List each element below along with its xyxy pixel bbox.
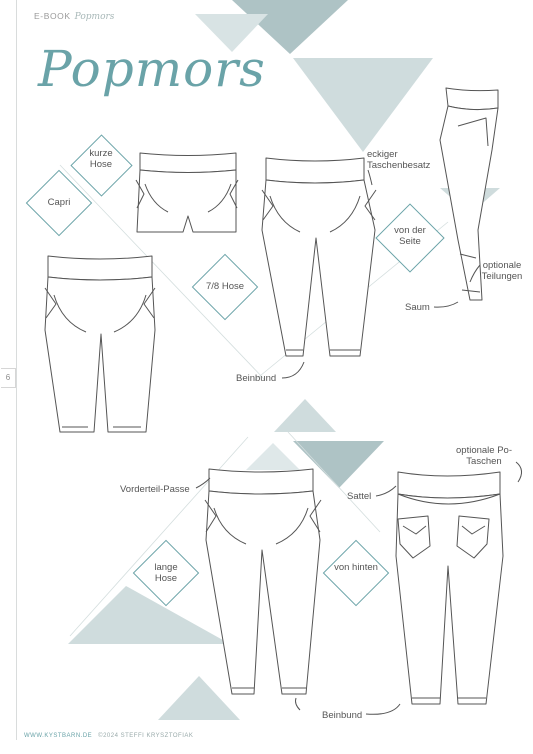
side-view-drawing: [439, 87, 499, 301]
label-kurze-hose: kurze Hose: [89, 148, 113, 170]
seven-eighths-drawing: [261, 157, 377, 357]
diamond-capri: [25, 169, 93, 237]
diamond-von-hinten: [322, 539, 390, 607]
annotation-optionale-po-taschen: optionale Po-Taschen: [456, 445, 512, 467]
variant-diamonds: [25, 134, 445, 607]
diamond-von-der-seite: [375, 203, 445, 273]
diamond-kurze-hose: [70, 134, 133, 197]
arrow-beinbund-bottom-left: [295, 697, 301, 711]
footer-url[interactable]: WWW.KYSTBARN.DE: [24, 733, 93, 739]
diamond-seven-eighths: [191, 253, 259, 321]
triangle-middle-dark: [293, 441, 384, 488]
label-lange-hose: lange Hose: [154, 562, 178, 584]
page-number: 6: [1, 368, 16, 388]
shorts-drawing: [135, 152, 239, 233]
triangle-middle-light: [246, 443, 300, 470]
garment-drawings: [44, 87, 504, 705]
capri-drawing: [44, 255, 156, 433]
arrow-po-taschen: [515, 461, 522, 483]
label-von-hinten: von hinten: [334, 562, 378, 573]
sidebar-rule: [16, 0, 17, 740]
arrow-eckiger: [367, 169, 373, 186]
label-capri: Capri: [47, 197, 71, 208]
triangle-top-small: [195, 14, 268, 52]
annotation-vorderteil-passe: Vorderteil-Passe: [120, 484, 190, 495]
annotation-sattel: Sattel: [347, 491, 372, 502]
annotation-saum: Saum: [405, 302, 430, 313]
diamond-lange-hose: [132, 539, 200, 607]
footer-copyright: ©2024 STEFFI KRYSZTOFIAK: [98, 733, 194, 739]
arrow-saum: [433, 301, 459, 308]
triangle-middle: [274, 399, 336, 432]
arrow-beinbund-top: [281, 361, 305, 379]
lange-hose-drawing: [204, 468, 322, 695]
triangle-top: [232, 0, 348, 54]
annotation-beinbund-top: Beinbund: [236, 373, 277, 384]
arrow-beinbund-bottom: [365, 703, 401, 715]
label-seven-eighths: 7/8 Hose: [205, 281, 245, 292]
annotation-arrows: [195, 169, 522, 715]
ebook-script-title: Popmors: [74, 12, 115, 22]
footer: WWW.KYSTBARN.DE ©2024 STEFFI KRYSZTOFIAK: [24, 733, 193, 739]
triangle-bottom: [158, 676, 240, 720]
arrow-vorderteil: [195, 477, 211, 489]
ebook-label: E-BOOK: [34, 11, 71, 21]
arrow-sattel: [375, 485, 397, 497]
arrow-optionale-teilungen: [469, 264, 481, 283]
annotation-eckiger-taschenbesatz: eckiger Taschenbesatz: [367, 149, 431, 171]
annotation-beinbund-bottom: Beinbund: [322, 710, 363, 721]
annotation-optionale-teilungen: optionale Teilungen: [481, 260, 523, 282]
triangle-lower-left: [68, 586, 230, 644]
triangle-upper-right: [293, 58, 433, 152]
back-view-drawing: [395, 471, 504, 705]
label-von-der-seite: von der Seite: [394, 225, 426, 247]
page-title: Popmors: [38, 40, 266, 98]
decorative-triangles: [68, 0, 500, 720]
